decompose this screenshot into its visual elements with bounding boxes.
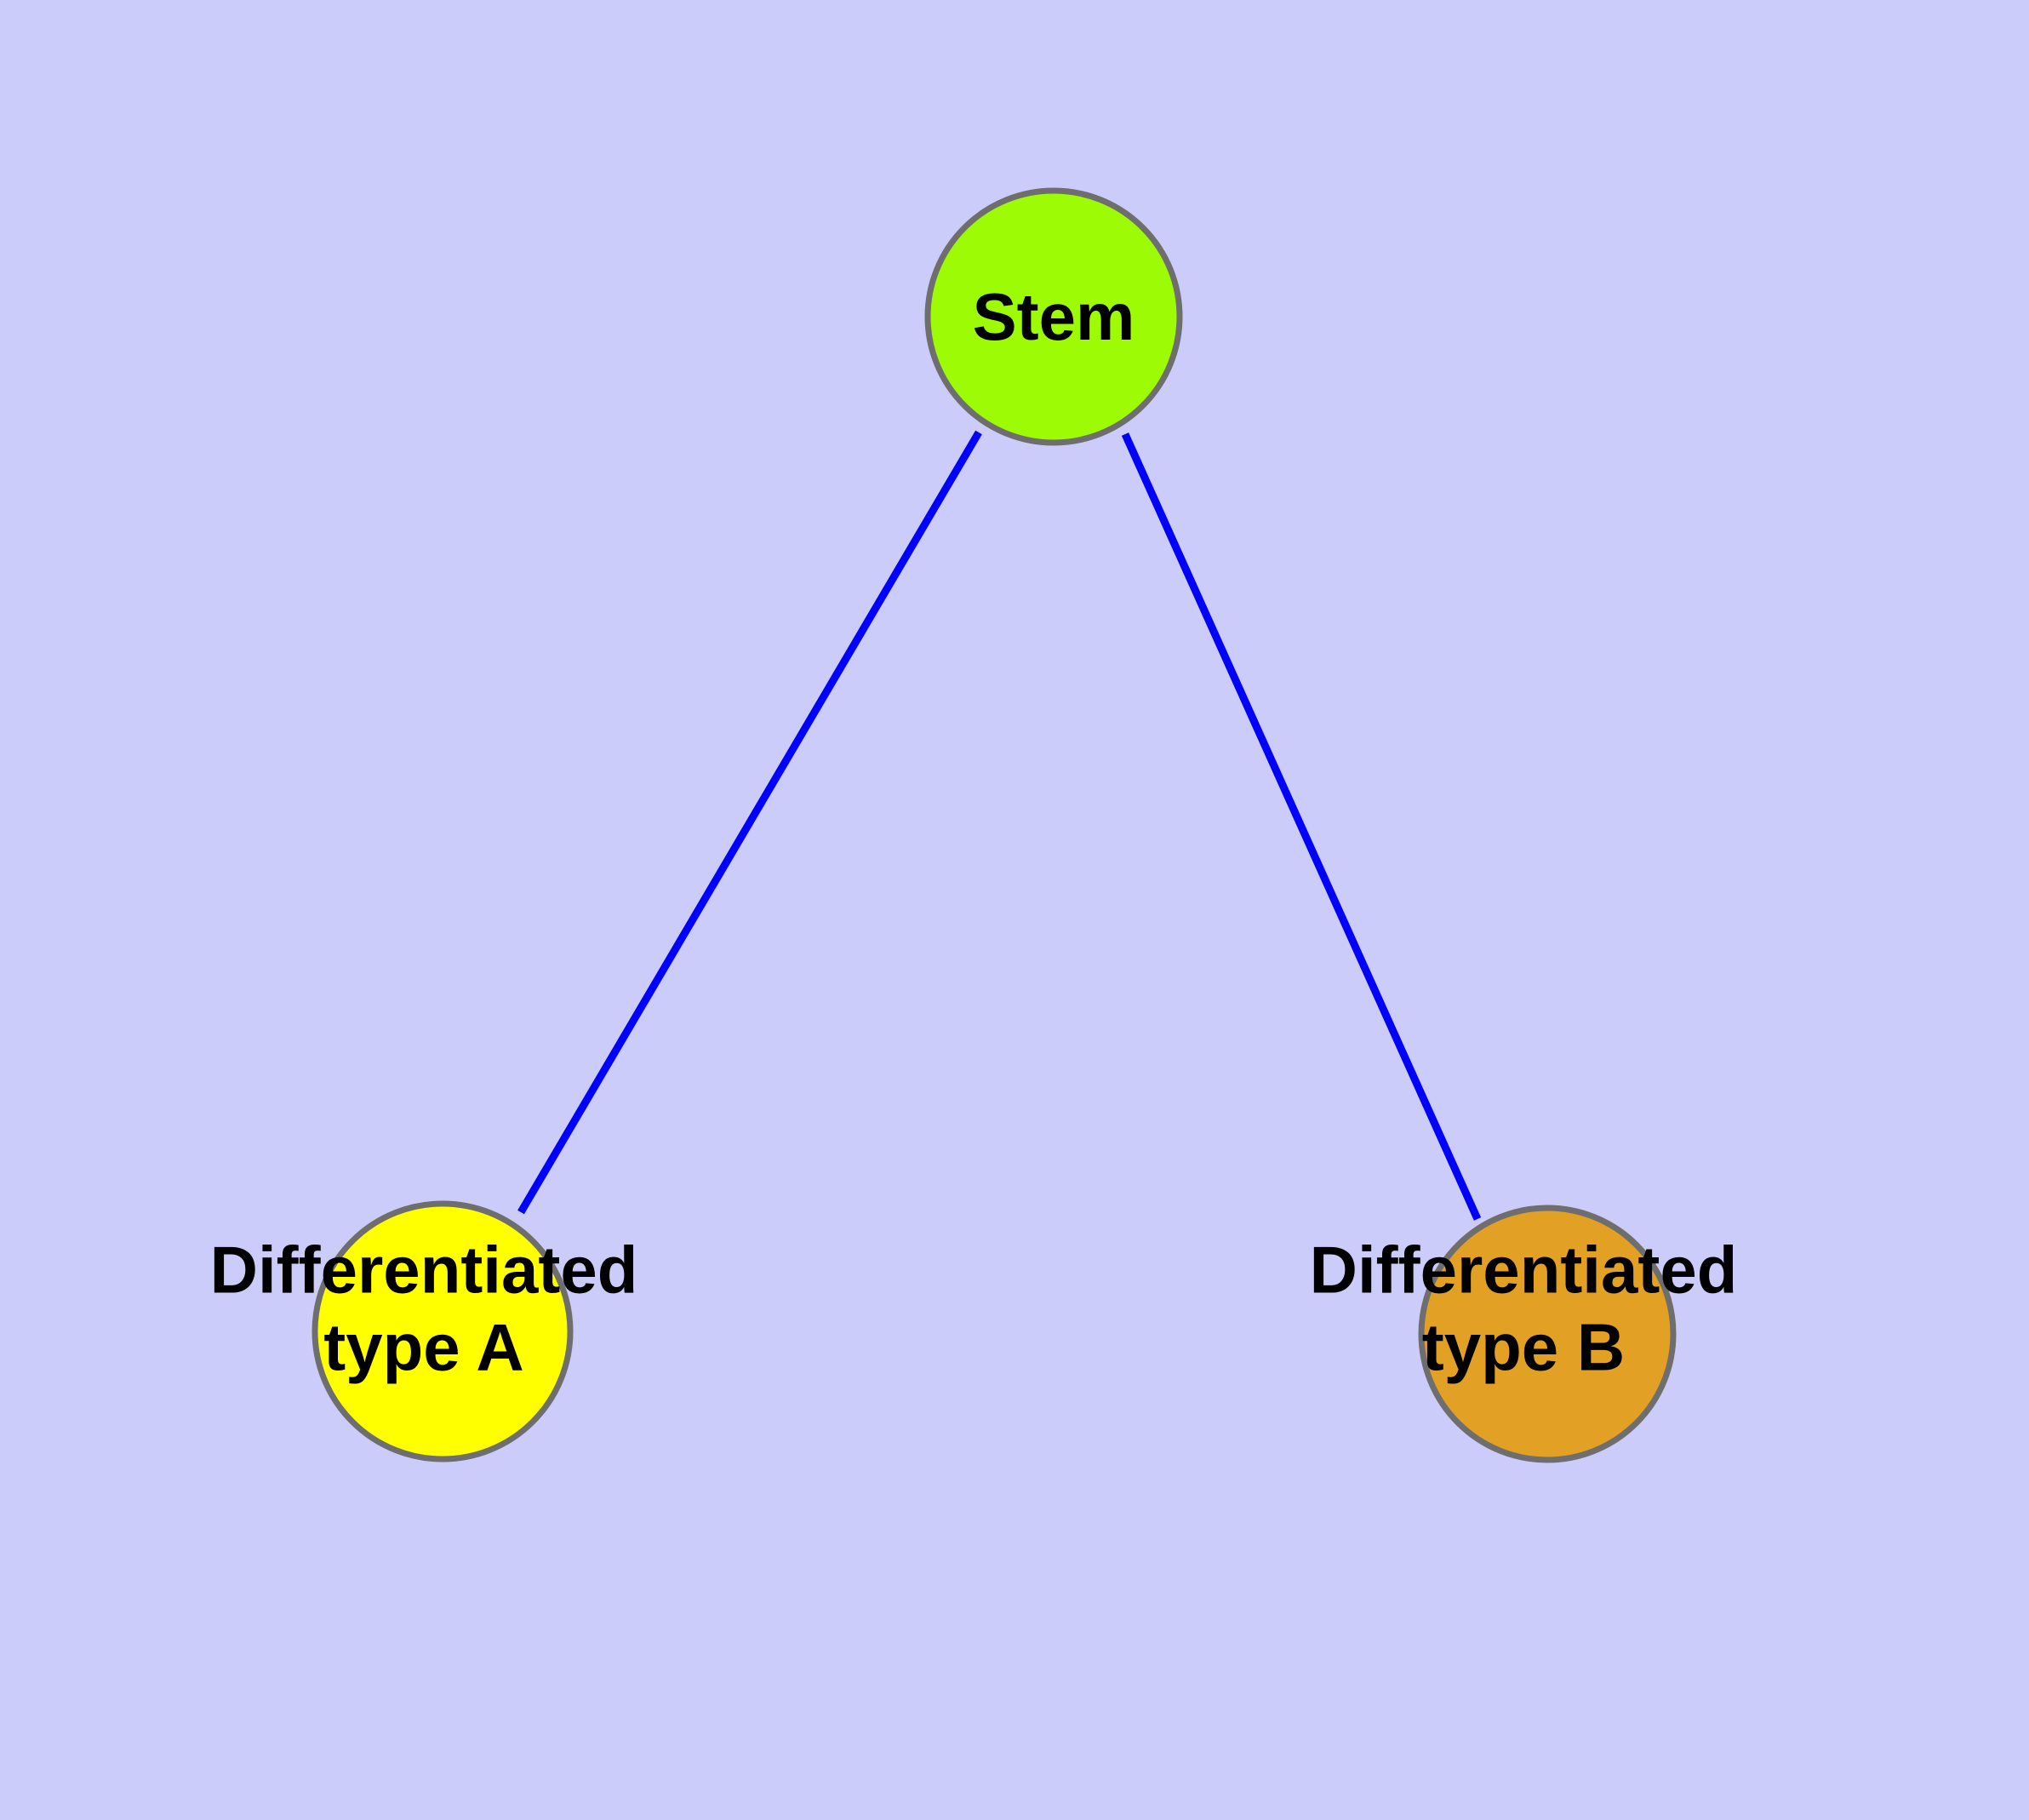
node-label-line: type A — [323, 1309, 524, 1384]
node-label-line: Differentiated — [1310, 1232, 1738, 1307]
node-stem[interactable] — [924, 187, 1183, 446]
edges-layer — [517, 430, 1482, 1221]
node-label-line: type B — [1422, 1309, 1625, 1384]
node-diff_b[interactable] — [1418, 1205, 1677, 1463]
node-label-stem: Stem — [973, 279, 1135, 354]
node-label-line: Differentiated — [210, 1232, 638, 1307]
node-label-line: Stem — [973, 279, 1135, 354]
edge-stem-to-diff-a[interactable] — [517, 430, 982, 1215]
node-diff_a[interactable] — [311, 1200, 574, 1462]
edge-stem-to-diff-b[interactable] — [1121, 432, 1482, 1221]
nodes-layer — [311, 187, 1677, 1463]
